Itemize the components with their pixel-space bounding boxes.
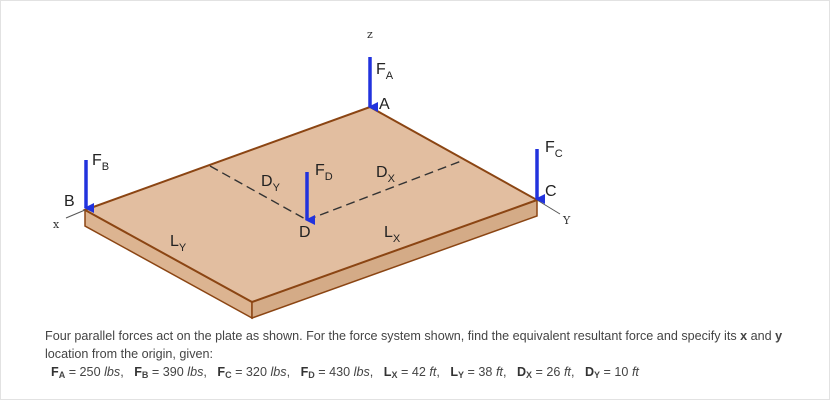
force-d-label: FD	[315, 162, 333, 183]
y-axis-label: Y	[562, 214, 571, 227]
x-axis-line	[65, 209, 86, 219]
given-lx: LX = 42 ft,	[383, 365, 440, 380]
given-fa: FA = 250 lbs,	[51, 365, 124, 380]
given-ly: LY = 38 ft,	[450, 365, 507, 380]
point-c-label: C	[545, 183, 557, 200]
given-fd: FD = 430 lbs,	[300, 365, 374, 380]
given-fc: FC = 320 lbs,	[217, 365, 291, 380]
problem-text: Four parallel forces act on the plate as…	[45, 329, 783, 361]
lx-label: LX	[384, 224, 401, 245]
dx-label: DX	[376, 164, 396, 185]
point-b-label: B	[64, 193, 75, 210]
x-axis-label: x	[53, 218, 60, 231]
point-a-label: A	[379, 96, 390, 113]
plate-diagram: x Y z A B C D FA FB FC FD LY LX DY DX	[53, 28, 571, 320]
dx-dash-line	[306, 159, 465, 221]
given-values: FA = 250 lbs, FB = 390 lbs, FC = 320 lbs…	[45, 363, 815, 384]
dy-label: DY	[261, 173, 281, 194]
force-c-label: FC	[545, 139, 563, 160]
point-d-label: D	[299, 224, 311, 241]
given-fb: FB = 390 lbs,	[134, 365, 207, 380]
z-axis-label: z	[367, 28, 373, 41]
given-dx: DX = 26 ft,	[516, 365, 575, 380]
force-a-label: FA	[376, 61, 394, 82]
y-axis-line	[536, 199, 561, 215]
dy-dash-line	[209, 165, 308, 221]
force-b-label: FB	[92, 152, 109, 173]
plate-top-face	[82, 105, 540, 304]
problem-statement: Four parallel forces act on the plate as…	[45, 327, 815, 384]
ly-label: LY	[170, 233, 187, 254]
given-dy: DY = 10 ft	[584, 365, 639, 380]
